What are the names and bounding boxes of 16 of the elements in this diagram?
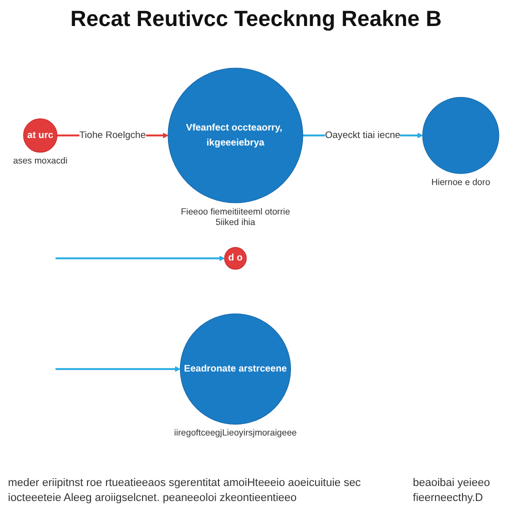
node-circle: Vfeanfect occteaorry, ikgeeeiebrya xyxy=(168,68,304,204)
node-caption: ases moxacdi xyxy=(13,156,68,166)
edge-label: Tiohe Roelgche xyxy=(79,130,146,140)
arrow xyxy=(56,366,180,372)
node-circle: Eeadronate arstrceene xyxy=(180,314,291,425)
node-caption: iiregoftceegjLieoyirsjmoraigeee xyxy=(174,428,297,438)
node-caption: Fieeoo fiemeitiiteeml otorrie 5iiked ihia xyxy=(180,206,290,228)
node-caption: Hiernoe e doro xyxy=(431,177,490,188)
node-circle: at urc xyxy=(23,118,58,153)
node-circle xyxy=(422,97,500,174)
note-text: beaoibai yeieeo fieerneecthy.D xyxy=(412,476,491,506)
edge-label: Oayeckt tiai iecne xyxy=(325,130,400,140)
note-text: meder eriipitnst roe rtueatieeaos sgerentitat amoiHteeeio aoeicuituie sec iocteeeteie Aleeg aroiigselcnet. peaneeoloi zkeontieentieeo xyxy=(8,476,362,506)
arrow xyxy=(56,256,225,262)
node-circle: d o xyxy=(224,247,247,270)
diagram-title: Recat Reutivcc Teecknng Reakne B xyxy=(69,6,443,32)
